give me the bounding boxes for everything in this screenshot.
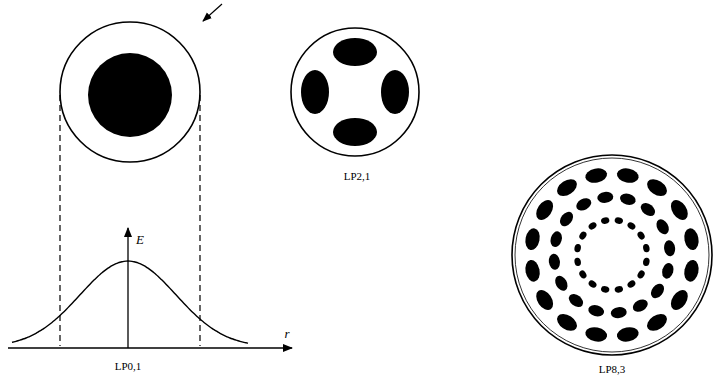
mode-lobe: [619, 192, 637, 207]
mode-lobe: [587, 303, 605, 318]
mode-lobe: [587, 279, 598, 289]
mode-lobe: [533, 287, 557, 313]
projection-line: [59, 95, 60, 346]
mode-lobe: [614, 285, 623, 293]
mode-lobe: [301, 70, 329, 114]
fiber-cladding: [515, 158, 709, 352]
mode-lobe: [584, 167, 608, 185]
mode-lobe: [554, 310, 580, 334]
axis-label: r: [284, 327, 289, 340]
mode-lobe: [574, 196, 593, 213]
mode-lobe: [554, 176, 580, 200]
fiber-cladding: [291, 28, 419, 156]
mode-lobe: [557, 209, 576, 228]
mode-lobe: [548, 253, 561, 270]
mode-lobe: [660, 262, 675, 280]
mode-lobe: [574, 243, 582, 252]
axis-label: E: [136, 233, 144, 246]
mode-lobe: [381, 70, 409, 114]
mode-lobe: [644, 176, 670, 200]
mode-lobe: [636, 230, 646, 241]
mode-lobe: [667, 197, 691, 223]
mode-lobe: [626, 221, 637, 231]
mode-lobe: [638, 200, 657, 219]
fiber-cladding: [60, 22, 200, 162]
fiber-cladding: [512, 155, 712, 355]
mode-lobe: [597, 191, 614, 204]
mode-lobe: [654, 217, 671, 236]
mode-lobe: [524, 227, 542, 251]
mode-lobe: [333, 38, 377, 66]
e-axis: [127, 228, 128, 348]
mode-lobe: [616, 167, 640, 185]
mode-lobe: [333, 118, 377, 146]
pointer-arrow: [203, 4, 222, 21]
mode-lobe: [642, 257, 650, 266]
mode-name: LP0,1: [115, 361, 142, 372]
mode-lobe: [574, 257, 582, 266]
mode-lobe: [682, 259, 700, 283]
mode-name: LP8,3: [599, 364, 626, 375]
mode-lobe: [642, 243, 650, 252]
r-axis: [8, 347, 292, 348]
mode-lobe: [616, 325, 640, 343]
field-profile: [12, 261, 248, 343]
mode-lobe: [644, 310, 670, 334]
mode-lobe: [663, 240, 676, 257]
mode-lobe: [667, 287, 691, 313]
mode-name: LP2,1: [344, 171, 371, 182]
projection-line: [199, 95, 200, 346]
mode-lobe: [626, 279, 637, 289]
mode-lobe: [614, 217, 623, 225]
mode-lobe: [600, 217, 609, 225]
mode-lobe: [648, 281, 667, 300]
mode-lobe: [600, 285, 609, 293]
mode-lobe: [549, 230, 564, 248]
mode-spot: [88, 53, 172, 137]
mode-lobe: [578, 269, 588, 280]
mode-lobe: [584, 325, 608, 343]
mode-lobe: [682, 227, 700, 251]
mode-lobe: [587, 221, 598, 231]
mode-lobe: [610, 306, 627, 319]
mode-lobe: [578, 230, 588, 241]
mode-lobe: [533, 197, 557, 223]
mode-lobe: [524, 259, 542, 283]
mode-lobe: [566, 291, 585, 310]
mode-lobe: [636, 269, 646, 280]
mode-lobe: [553, 274, 570, 293]
mode-lobe: [631, 297, 650, 314]
